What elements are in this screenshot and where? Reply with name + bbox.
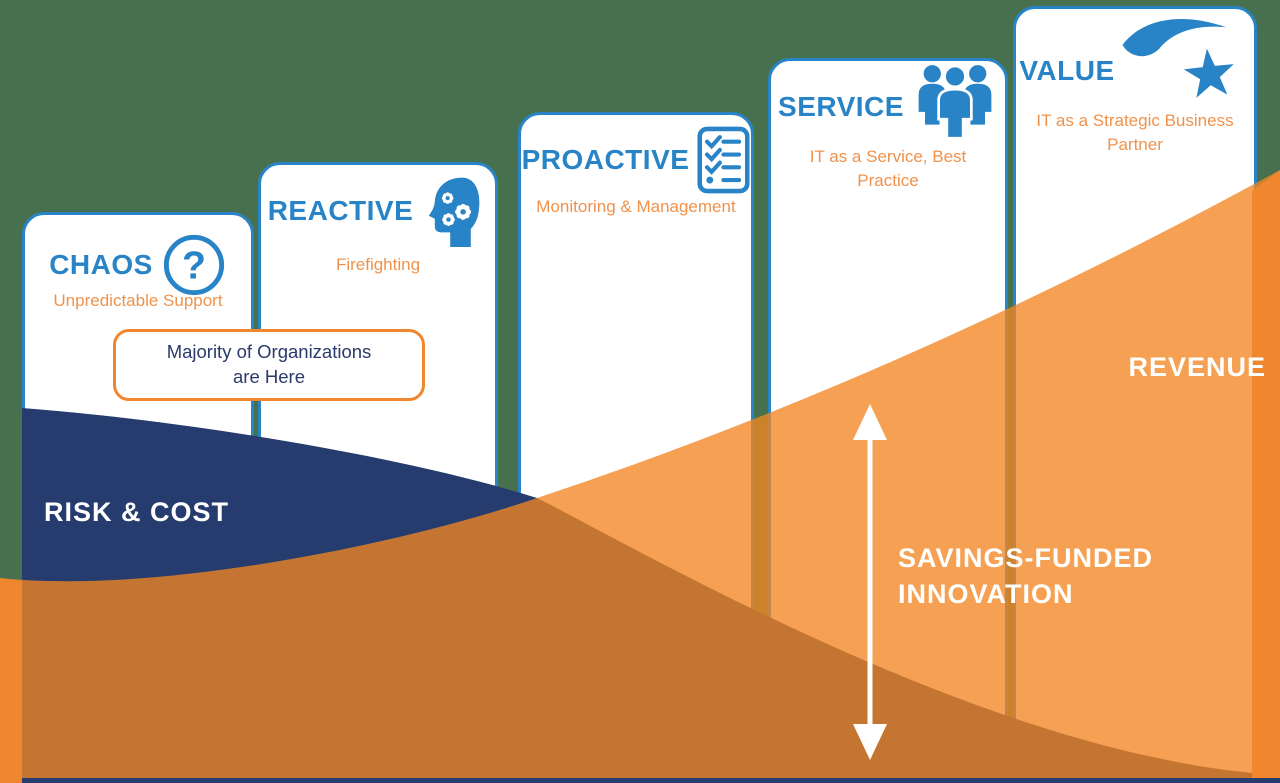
stage-card-reactive: REACTIVE Firefi [258, 162, 498, 783]
stage-card-proactive: PROACTIVE Monitoring & Management [518, 112, 754, 783]
stage-title-chaos: CHAOS [49, 249, 153, 280]
shooting-star-icon [1122, 18, 1234, 98]
revenue-label: REVENUE [1128, 352, 1266, 382]
stage-subtitle-chaos: Unpredictable Support [53, 291, 223, 310]
head-gears-icon [429, 177, 480, 247]
callout-line1: Majority of Organizations [166, 341, 372, 363]
stage-title-service: SERVICE [778, 91, 904, 122]
stage-title-proactive: PROACTIVE [521, 144, 690, 175]
stage-subtitle-service: IT as a Service, Best Practice [809, 147, 967, 190]
checklist-icon [697, 126, 750, 194]
orange-left-strip [0, 578, 22, 783]
svg-text:?: ? [182, 243, 206, 287]
stage-title-reactive: REACTIVE [267, 195, 414, 226]
stage-subtitle-reactive: Firefighting [335, 255, 421, 274]
majority-callout: Majority of Organizations are Here [113, 329, 425, 401]
callout-line2: are Here [233, 366, 305, 387]
stage-card-service: SERVICE IT as a Service, Best Practice [768, 58, 1008, 783]
stage-title-value: VALUE [1019, 55, 1115, 86]
stage-card-value: VALUE IT as a Strategic Business Partner [1013, 6, 1257, 783]
savings-label-line2: INNOVATION [898, 579, 1074, 609]
stage-subtitle-proactive: Monitoring & Management [536, 197, 736, 216]
stage-subtitle-value: IT as a Strategic Business Partner [1036, 111, 1234, 154]
people-group-icon [918, 64, 992, 140]
risk-cost-label: RISK & COST [44, 497, 230, 527]
savings-label-line1: SAVINGS-FUNDED [898, 543, 1154, 573]
savings-innovation-label: SAVINGS-FUNDED INNOVATION [898, 540, 1153, 612]
